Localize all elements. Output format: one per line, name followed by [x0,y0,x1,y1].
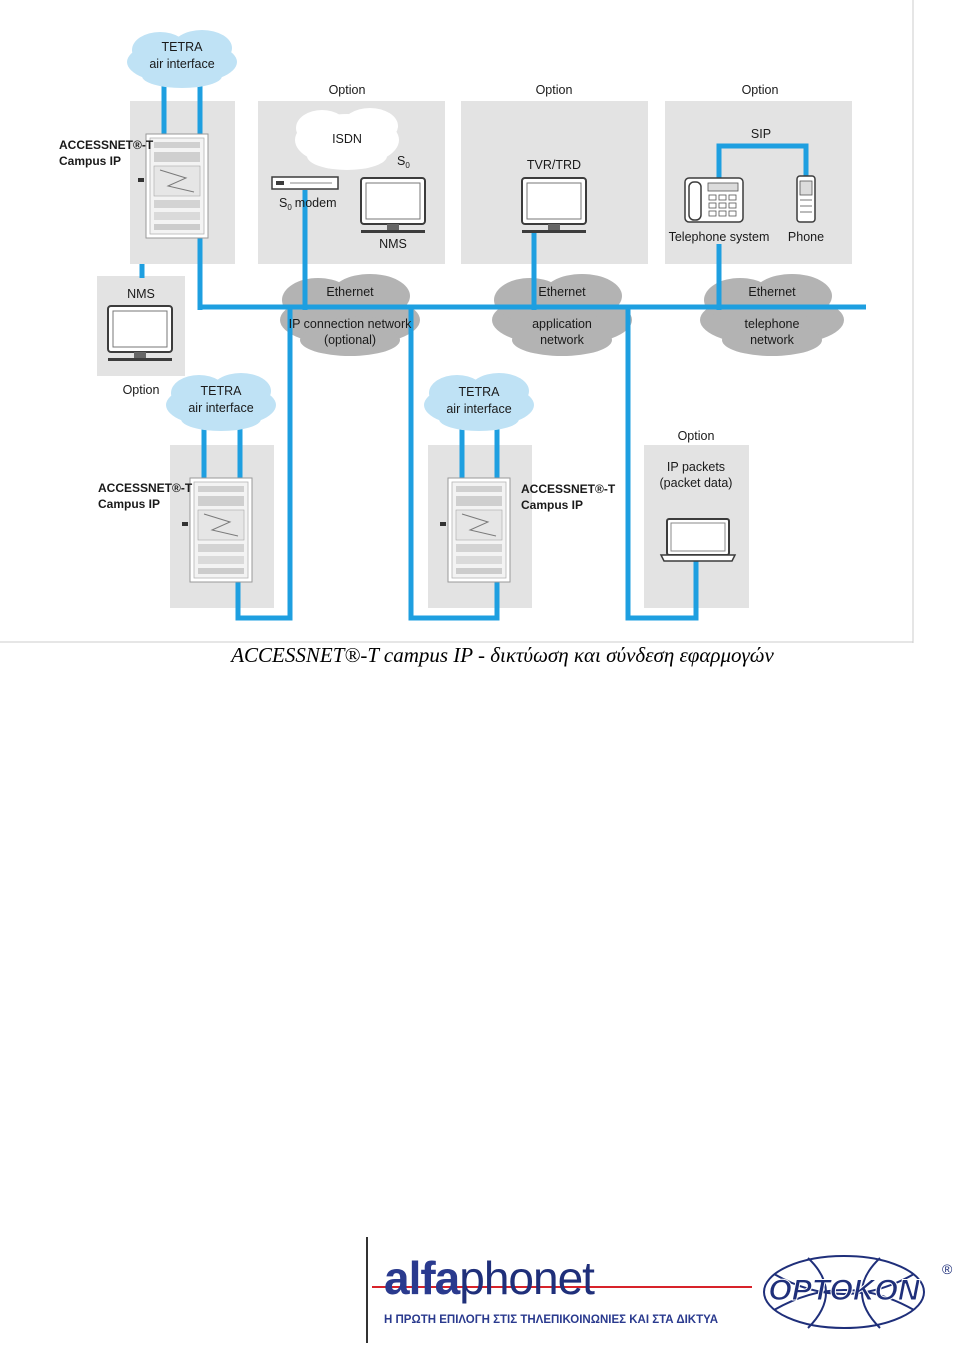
nms-monitor-left [107,305,173,362]
phone-icon [796,175,816,223]
optokon-logo: OPTOKON ® [763,1255,953,1329]
ethernet-label-1: Ethernet [326,285,374,299]
s0-modem-icon [271,176,339,190]
network-diagram: Option Option Option Option Option TETRA… [0,0,914,643]
option-label-nms: Option [123,383,160,397]
tetra-cloud-left [166,373,276,431]
logo-divider [366,1237,368,1343]
accessnet-cabinet-left [181,477,253,583]
registered-mark: ® [942,1261,953,1277]
ip-packets-label: IP packets(packet data) [660,460,733,490]
network-lines [139,86,866,621]
optokon-wordmark: OPTOKON [768,1274,920,1307]
telephone-system-label: Telephone system [669,230,770,244]
laptop-icon [659,518,737,562]
tvr-trd-monitor [521,177,587,234]
isdn-cloud [295,108,399,170]
ip-connection-label: IP connection network(optional) [289,317,413,347]
tetra-cloud-mid [424,373,534,431]
option-label-tvr: Option [536,83,573,97]
alfaphonet-logo: alfaphonet [384,1252,595,1304]
nms-label-left: NMS [127,287,155,301]
alfaphonet-red-line [372,1286,752,1288]
nms-monitor-isdn [360,177,426,234]
ethernet-label-2: Ethernet [538,285,586,299]
option-label-ip-packets: Option [678,429,715,443]
alfaphonet-logo-part2: phonet [459,1252,595,1304]
ethernet-label-3: Ethernet [748,285,796,299]
nms-label-isdn: NMS [379,237,407,251]
tvr-trd-label: TVR/TRD [527,158,581,172]
phone-label: Phone [788,230,824,244]
tetra-cloud-top [127,30,237,88]
accessnet-cabinet-mid [439,477,511,583]
alfaphonet-logo-part1: alfa [384,1252,460,1304]
alfaphonet-tagline: Η ΠΡΩΤΗ ΕΠΙΛΟΓΗ ΣΤΙΣ ΤΗΛΕΠΙΚΟΙΝΩΝΙΕΣ ΚΑΙ… [384,1314,719,1326]
s0-label: S0 [397,154,410,170]
figure-caption: ACCESSNET®-T campus IP - δικτύωση και σύ… [231,643,774,667]
option-label-sip: Option [742,83,779,97]
sip-label: SIP [751,127,771,141]
isdn-label: ISDN [332,132,362,146]
option-label-isdn: Option [329,83,366,97]
telephone-system-icon [684,177,744,223]
